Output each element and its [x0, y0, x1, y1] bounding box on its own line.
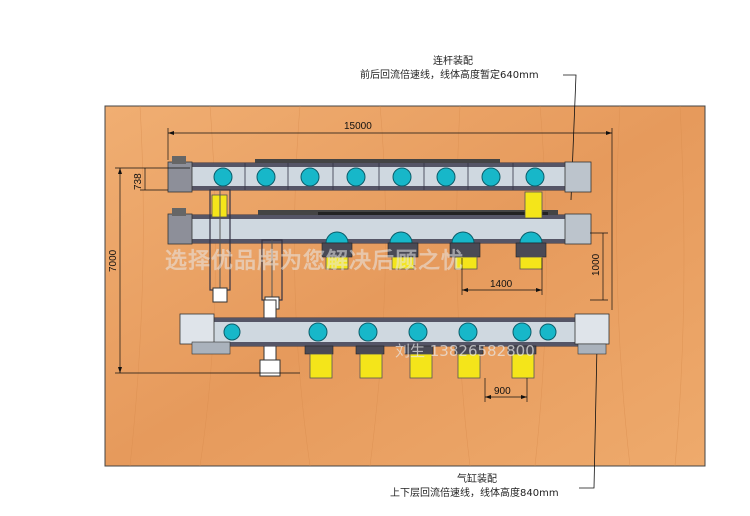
station-row-1	[213, 167, 545, 187]
conveyor-line-3	[179, 313, 610, 379]
dim-label-738: 738	[133, 173, 144, 190]
watermark-slogan: 选择优品牌为您解决后顾之忧	[165, 248, 464, 274]
yellow-fixtures-bottom	[309, 353, 535, 379]
watermark-contact: 刘生 13826582800	[395, 342, 535, 360]
wood-grain	[129, 105, 685, 467]
dim-label-1400: 1400	[490, 279, 513, 290]
bottom-leader-line	[579, 345, 598, 489]
dim-label-1000: 1000	[591, 253, 602, 276]
bottom-annotation-desc: 上下层回流倍速线，线体高度840mm	[390, 488, 559, 499]
drive-motor	[167, 161, 193, 193]
top-leader-line	[563, 74, 577, 201]
top-annotation-title: 连杆装配	[433, 56, 473, 67]
conveyor-line-1	[167, 156, 592, 193]
dimension-lines	[115, 128, 613, 402]
fixture-blocks-top	[321, 242, 547, 258]
dim-label-900: 900	[494, 386, 511, 397]
return-unit	[574, 313, 610, 345]
yellow-fixtures-top	[211, 191, 543, 270]
dim-label-7000: 7000	[108, 249, 119, 272]
drive-motor	[179, 313, 215, 345]
drive-motor	[167, 213, 193, 245]
return-unit	[564, 161, 592, 193]
top-annotation-desc: 前后回流倍速线，线体高度暂定640mm	[360, 70, 539, 81]
conveyor-line-2	[167, 191, 592, 270]
dim-label-15000: 15000	[344, 121, 372, 132]
bottom-annotation-title: 气缸装配	[457, 474, 497, 485]
dimension-arrows	[118, 131, 612, 399]
return-unit	[564, 213, 592, 245]
